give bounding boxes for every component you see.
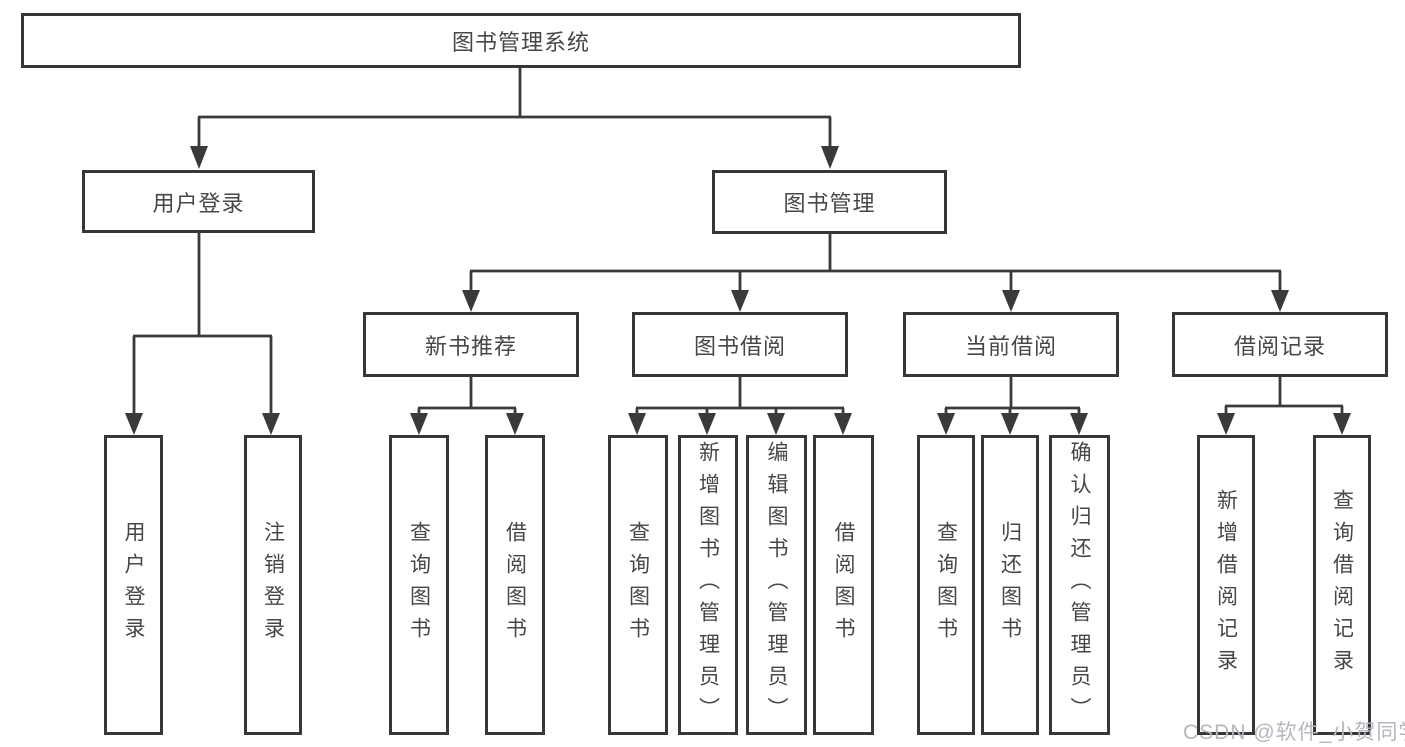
node-book-borrowing: 图书借阅: [632, 312, 848, 377]
leaf-query-books-current-label: 查询图书: [934, 521, 958, 649]
node-user-login-label: 用户登录: [152, 190, 245, 216]
leaf-borrow-books: 借阅图书: [813, 435, 874, 735]
node-new-book-recommend-label: 新书推荐: [424, 333, 517, 359]
leaf-logout-label: 注销登录: [261, 521, 285, 649]
node-current-borrowing: 当前借阅: [903, 312, 1119, 377]
node-borrowing-records: 借阅记录: [1172, 312, 1388, 377]
node-book-borrowing-label: 图书借阅: [693, 333, 786, 359]
leaf-return-books: 归还图书: [981, 435, 1039, 735]
leaf-borrow-books-label: 借阅图书: [832, 521, 856, 649]
leaf-user-login-label: 用户登录: [122, 521, 146, 649]
leaf-query-books-current: 查询图书: [917, 435, 975, 735]
leaf-edit-books-admin: 编辑图书（管理员）: [746, 435, 807, 735]
leaf-confirm-return-admin: 确认归还（管理员）: [1049, 435, 1110, 735]
leaf-borrow-books-recommend-label: 借阅图书: [503, 521, 527, 649]
leaf-logout: 注销登录: [244, 435, 302, 735]
leaf-return-books-label: 归还图书: [998, 521, 1022, 649]
node-book-management-label: 图书管理: [783, 191, 876, 216]
leaf-query-borrow-record: 查询借阅记录: [1313, 435, 1371, 735]
node-borrowing-records-label: 借阅记录: [1233, 333, 1326, 359]
leaf-add-books-admin: 新增图书（管理员）: [678, 435, 738, 735]
leaf-confirm-return-admin-label: 确认归还（管理员）: [1068, 441, 1092, 729]
leaf-query-books-borrow: 查询图书: [608, 435, 668, 735]
node-user-login: 用户登录: [82, 170, 315, 233]
leaf-user-login: 用户登录: [104, 435, 163, 735]
csdn-watermark: CSDN @软件_小贺同学: [1183, 721, 1405, 744]
node-new-book-recommend: 新书推荐: [363, 312, 579, 377]
leaf-borrow-books-recommend: 借阅图书: [485, 435, 545, 735]
node-root-label: 图书管理系统: [451, 29, 590, 55]
node-book-management: 图书管理: [712, 170, 947, 234]
node-root: 图书管理系统: [21, 13, 1021, 68]
leaf-query-books-borrow-label: 查询图书: [626, 521, 650, 649]
leaf-edit-books-admin-label: 编辑图书（管理员）: [765, 441, 789, 729]
leaf-query-books-recommend-label: 查询图书: [407, 521, 431, 649]
leaf-add-books-admin-label: 新增图书（管理员）: [696, 441, 720, 729]
leaf-query-books-recommend: 查询图书: [389, 435, 449, 735]
leaf-add-borrow-record: 新增借阅记录: [1197, 435, 1255, 735]
node-current-borrowing-label: 当前借阅: [964, 333, 1057, 359]
leaf-add-borrow-record-label: 新增借阅记录: [1214, 489, 1238, 681]
leaf-query-borrow-record-label: 查询借阅记录: [1330, 489, 1354, 681]
